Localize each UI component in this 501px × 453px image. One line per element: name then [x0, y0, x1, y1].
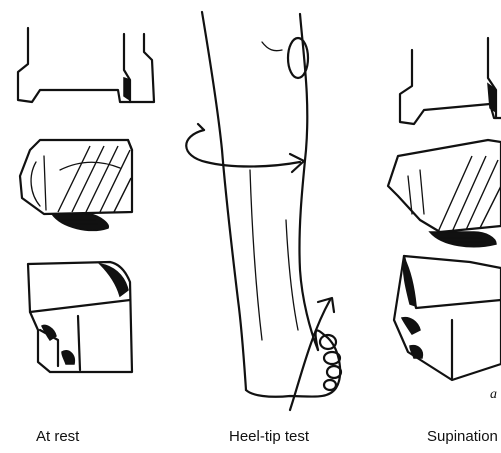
signature-mark: a	[490, 387, 497, 402]
foot-outline	[246, 330, 340, 396]
heel-tip-test-illustration	[186, 12, 341, 410]
supination-calcaneus-block	[388, 140, 501, 247]
leg-outline-right	[299, 14, 318, 350]
supination-joint-outline	[400, 38, 501, 124]
at-rest-lower-block	[28, 262, 132, 372]
at-rest-calcaneus-block	[20, 140, 132, 230]
rotation-arrow-leg	[186, 124, 304, 172]
at-rest-joint-outline	[18, 28, 154, 102]
caption-supination: Supination	[427, 428, 498, 445]
supination-lower-block	[394, 256, 501, 380]
caption-at-rest: At rest	[36, 428, 79, 445]
leg-outline-left	[202, 12, 246, 390]
at-rest-illustration	[18, 28, 154, 372]
caption-heel-tip-test: Heel-tip test	[229, 428, 309, 445]
supination-illustration: a	[388, 38, 501, 402]
